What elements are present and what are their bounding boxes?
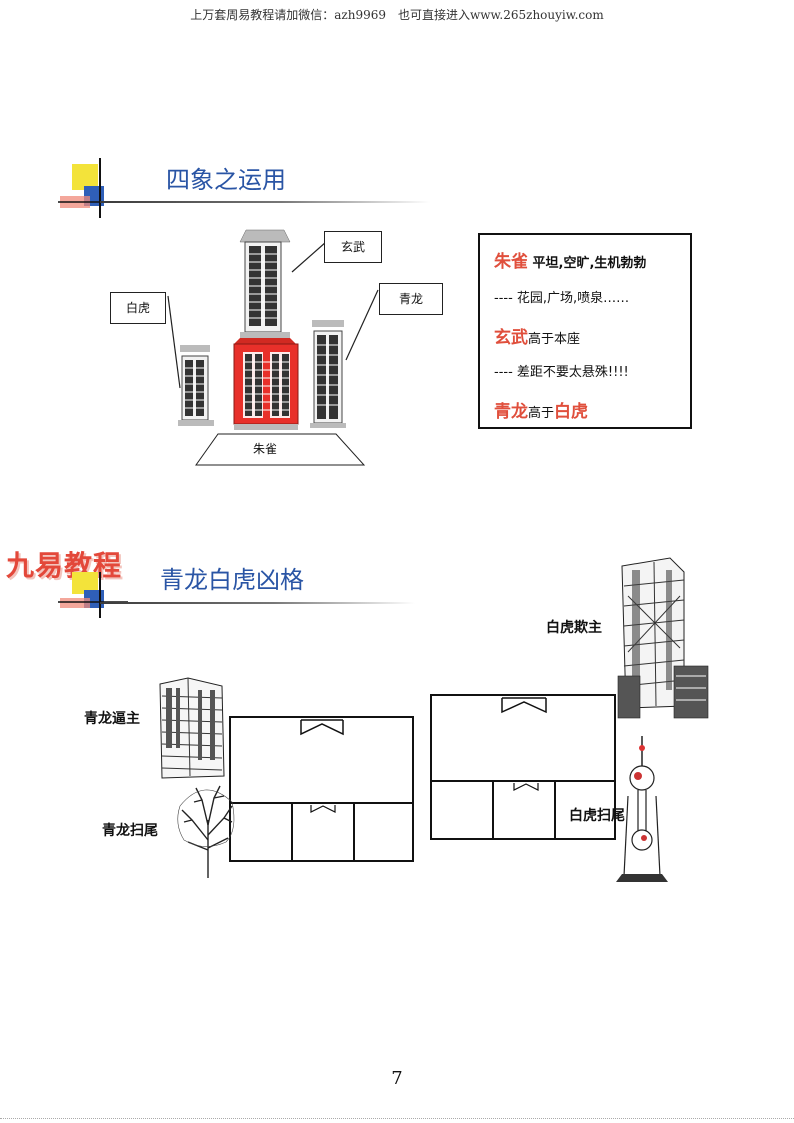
label-baihu: 白虎 (110, 292, 166, 324)
xuanwu-building (239, 229, 291, 344)
baihu-tower-sketch (617, 557, 709, 719)
label-qinglong-saowei: 青龙扫尾 (102, 823, 158, 839)
legend-box: 朱雀 平坦,空旷,生机勃勃 ---- 花园,广场,喷泉…… 玄武高于本座 ---… (478, 233, 692, 429)
header-note: 上万套周易教程请加微信：azh9969 也可直接进入www.265zhouyiw… (190, 8, 604, 22)
label-baihu-qizhu: 白虎欺主 (546, 620, 602, 636)
label-xuanwu: 玄武 (324, 231, 382, 263)
center-building (233, 338, 299, 430)
footer-rule (0, 1118, 794, 1119)
tv-tower-sketch (616, 736, 668, 882)
qinglong-building (310, 320, 346, 428)
legend-line-4: ---- 差距不要太悬殊!!!! (494, 365, 629, 380)
tree-sketch (177, 785, 235, 878)
left-house-plan (229, 716, 414, 862)
label-baihu-saowei: 白虎扫尾 (569, 808, 625, 824)
legend-line-2: ---- 花园,广场,喷泉…… (494, 291, 630, 306)
label-zhuque: 朱雀 (252, 442, 277, 456)
legend-line-5: 青龙高于白虎 (494, 402, 589, 422)
section2-title: 青龙白虎凶格 (160, 566, 304, 594)
baihu-building (178, 345, 214, 426)
qinglong-tower-sketch (159, 677, 225, 779)
section2-rule (100, 602, 415, 604)
section1-emblem (58, 158, 128, 218)
brand-logo-text: 九易教程 (6, 549, 123, 582)
zhuque-platform (195, 433, 366, 466)
right-house-plan (430, 694, 616, 840)
four-symbols-diagram (167, 229, 379, 466)
legend-line-1: 朱雀 平坦,空旷,生机勃勃 (494, 252, 647, 272)
section2-emblem (58, 572, 128, 618)
section1-rule (100, 201, 430, 203)
section1-title: 四象之运用 (166, 166, 286, 194)
page-number: 7 (391, 1068, 403, 1089)
label-qinglong: 青龙 (379, 283, 443, 315)
legend-line-3: 玄武高于本座 (494, 328, 581, 348)
label-qinglong-bizhu: 青龙逼主 (84, 711, 140, 727)
